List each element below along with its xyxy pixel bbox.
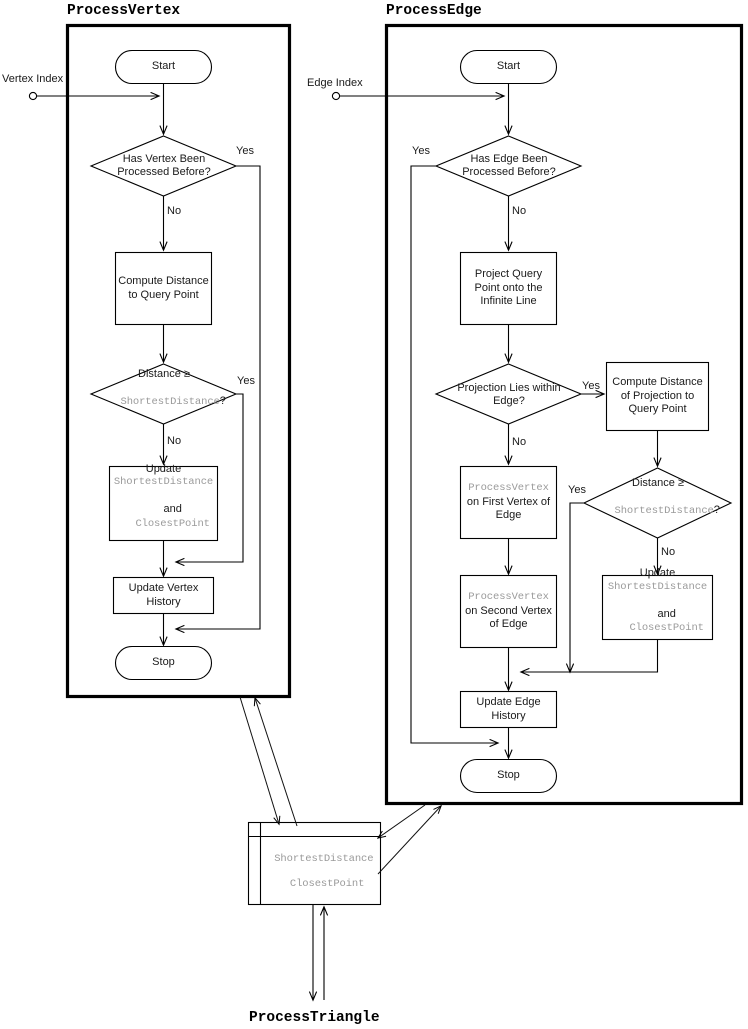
re-edge-update-to-merge <box>521 639 659 673</box>
lv-label-d2-yes: Yes <box>237 375 255 387</box>
lv-decision-processed-shape <box>89 135 238 197</box>
link-edge-to-store-down <box>378 804 426 838</box>
re-label-d3-no: No <box>661 546 676 558</box>
process-vertex-container <box>65 23 292 699</box>
process-triangle-caption: ProcessTriangle <box>249 1010 380 1026</box>
lv-start-shape <box>114 49 213 85</box>
process-edge-title: ProcessEdge <box>386 3 482 19</box>
link-store-to-vertex-up <box>255 698 298 827</box>
re-edge-d3-yes <box>570 502 584 672</box>
re-label-d2-yes: Yes <box>582 380 600 392</box>
process-vertex-title: ProcessVertex <box>67 3 181 19</box>
re-label-d3-yes: Yes <box>568 484 586 496</box>
shared-store-shape <box>247 821 382 906</box>
re-label-d1-yes: Yes <box>412 145 430 157</box>
re-decision-distance-shape <box>582 467 733 539</box>
link-vertex-to-store-down <box>239 696 279 824</box>
lv-label-d1-yes: Yes <box>236 145 254 157</box>
lv-stop-shape <box>114 645 213 681</box>
re-decision-processed-shape <box>434 135 583 197</box>
edge-index-connector-dot <box>331 91 341 101</box>
link-store-to-edge-up <box>377 806 441 875</box>
re-update-history-shape <box>459 690 558 729</box>
lv-label-d2-no: No <box>167 435 182 447</box>
vertex-index-label: Vertex Index <box>2 73 64 85</box>
re-project-shape <box>459 251 558 326</box>
re-processvertex-first-shape <box>459 465 558 540</box>
re-processvertex-second-shape <box>459 574 558 649</box>
lv-update-history-shape <box>112 576 215 615</box>
lv-edge-d2-yes <box>176 393 244 562</box>
lv-compute-distance-shape <box>114 251 213 326</box>
re-label-d2-no: No <box>512 436 527 448</box>
lv-update-shape <box>108 465 219 542</box>
re-update-shape <box>601 574 714 641</box>
edge-index-label: Edge Index <box>307 77 363 89</box>
re-label-d1-no: No <box>512 205 527 217</box>
process-edge-container <box>384 23 744 806</box>
re-decision-projection-shape <box>434 363 583 425</box>
re-edge-d1-yes <box>410 165 498 743</box>
vertex-index-connector-dot <box>28 91 38 101</box>
re-stop-shape <box>459 758 558 794</box>
re-compute-projection-shape <box>605 361 710 432</box>
re-start-shape <box>459 49 558 85</box>
lv-label-d1-no: No <box>167 205 182 217</box>
lv-edge-d1-yes <box>176 165 261 629</box>
lv-decision-distance-shape <box>89 363 238 425</box>
